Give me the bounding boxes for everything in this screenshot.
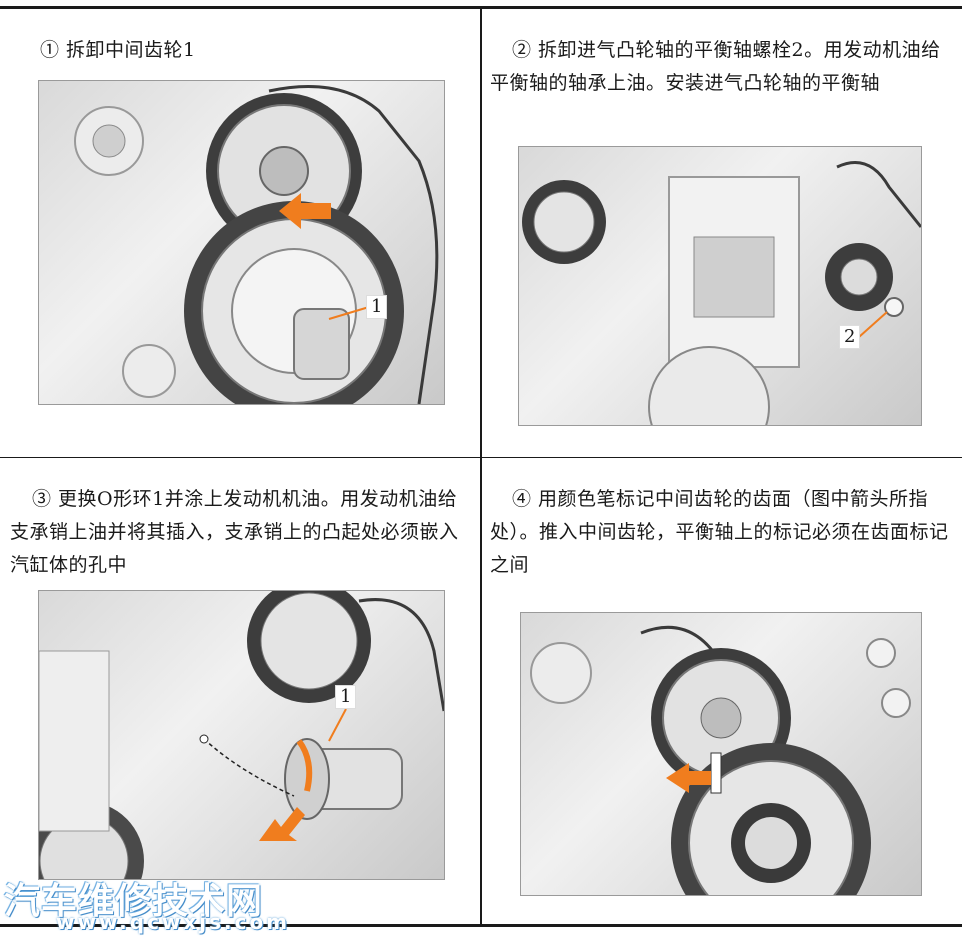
arrow-icon	[279, 193, 331, 229]
site-watermark: 汽车维修技术网 www.qcwxjs.com	[4, 872, 287, 934]
step-2-text: ② 拆卸进气凸轮轴的平衡轴螺栓2。用发动机油给平衡轴的轴承上油。安装进气凸轮轴的…	[490, 39, 941, 94]
step-3-photo: 1	[38, 590, 445, 880]
step-1-text: ① 拆卸中间齿轮1	[40, 39, 196, 61]
gear-illustration-1	[74, 85, 439, 404]
watermark-title: 汽车维修技术网	[4, 881, 264, 922]
arrow-icon	[259, 807, 305, 841]
gear-illustration-4	[530, 625, 911, 895]
gear-illustration-2	[522, 161, 921, 425]
step-4-photo	[520, 612, 922, 896]
step-2-callout-2: 2	[839, 325, 861, 349]
step-3-text: ③ 更换O形环1并涂上发动机机油。用发动机油给支承销上油并将其插入，支承销上的凸…	[10, 488, 459, 576]
watermark-url: www.qcwxjs.com	[56, 910, 291, 934]
step-1-photo: 1	[38, 80, 445, 405]
center-divider	[480, 8, 482, 926]
step-4-text: ④ 用颜色笔标记中间齿轮的齿面（图中箭头所指处）。推入中间齿轮，平衡轴上的标记必…	[490, 488, 949, 576]
pin-illustration-3	[39, 591, 444, 879]
top-rule	[0, 6, 962, 9]
step-3-callout-1: 1	[335, 685, 357, 709]
step-2-photo: 2	[518, 146, 922, 426]
step-1-callout-1: 1	[366, 295, 388, 319]
arrow-icon	[666, 763, 711, 793]
